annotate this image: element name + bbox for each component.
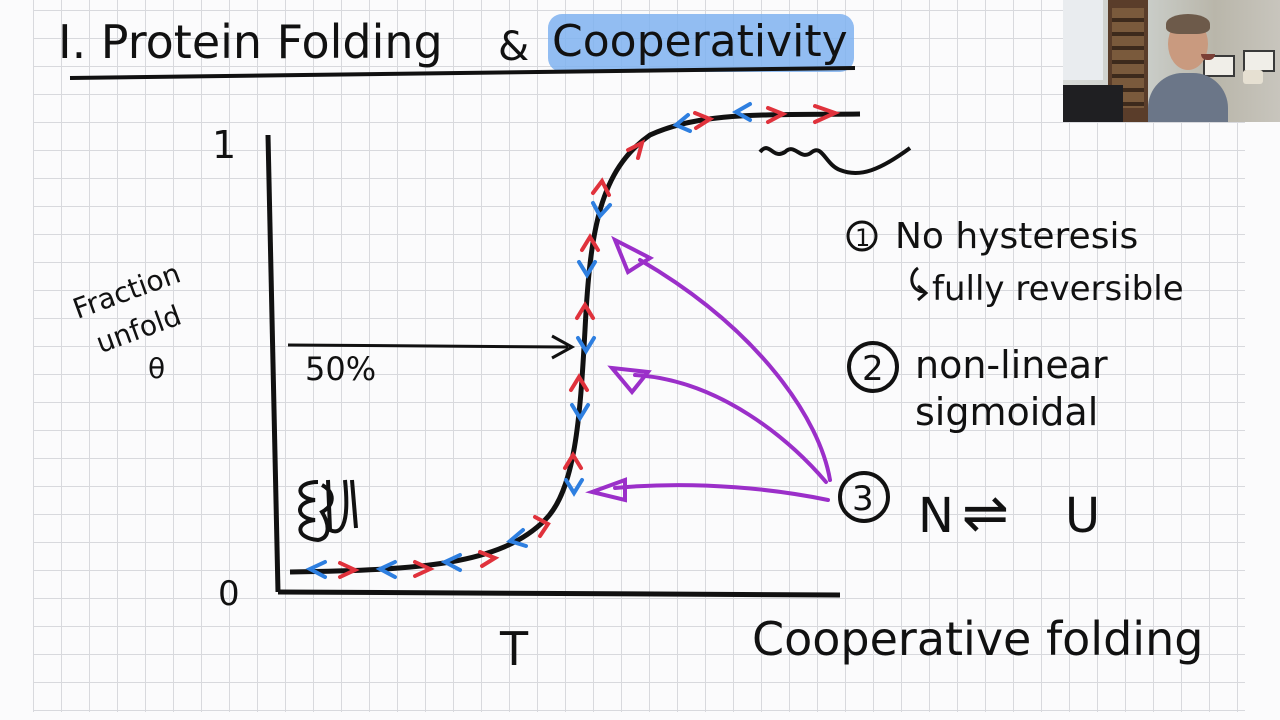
y-axis-symbol: θ: [148, 352, 165, 385]
footer-caption: Cooperative folding: [752, 612, 1203, 666]
presenter-video: [1063, 0, 1280, 122]
callout-arrowhead: [585, 477, 627, 503]
reverse-arrow: [564, 478, 584, 497]
callout-arrow-middle: [633, 373, 828, 484]
reverse-arrow: [305, 560, 327, 579]
equation-right: U: [1065, 488, 1100, 544]
callout-arrowhead: [607, 365, 652, 396]
forward-arrow: [766, 106, 788, 124]
forward-arrow: [413, 560, 435, 578]
forward-arrow: [693, 111, 715, 130]
title-underline: [69, 66, 856, 80]
forward-arrow: [533, 515, 551, 538]
y-axis-max: 1: [212, 123, 236, 167]
unfolded-chain-icon: [758, 146, 912, 175]
note-1-number: 1: [855, 224, 870, 252]
forward-arrow: [569, 373, 589, 392]
equilibrium-arrows: [305, 102, 841, 579]
forward-arrow: [338, 561, 360, 579]
reverse-arrow: [440, 553, 462, 572]
reverse-arrow: [591, 201, 612, 220]
note-2-line1: non-linear: [915, 343, 1108, 387]
title-highlight: [548, 14, 854, 72]
presenter: [1148, 14, 1228, 122]
forward-arrow: [575, 301, 595, 320]
forward-arrow: [813, 104, 841, 124]
reverse-arrow: [570, 403, 590, 422]
y-axis: [265, 134, 281, 593]
forward-arrow: [563, 451, 583, 470]
note-1-line1: No hysteresis: [895, 216, 1138, 257]
reverse-arrow: [505, 528, 528, 548]
title-prefix: I. Protein Folding: [58, 15, 443, 69]
y-axis-min: 0: [218, 574, 240, 614]
sigmoid-curve: [289, 111, 861, 575]
reverse-arrow: [577, 260, 597, 279]
note-3-number: 3: [852, 479, 874, 519]
callout-arrows: [585, 235, 832, 503]
x-axis: [277, 589, 841, 598]
equation-arrow: ⇌: [962, 481, 1009, 546]
title-highlighted-word: Cooperativity: [552, 16, 848, 67]
reverse-arrow: [576, 336, 596, 355]
title-ampersand: &: [498, 24, 529, 70]
equation-left: N: [918, 488, 954, 544]
callout-arrow-upper: [638, 258, 832, 482]
note-3-circle: [838, 471, 890, 523]
fifty-percent-label: 50%: [305, 350, 376, 388]
reverse-arrow: [731, 102, 752, 122]
note-2-number: 2: [862, 349, 884, 389]
forward-arrow: [591, 177, 611, 197]
forward-arrow: [580, 233, 600, 252]
x-axis-label: T: [499, 622, 529, 676]
reverse-arrow: [375, 560, 397, 579]
callout-arrowhead: [611, 235, 655, 275]
fifty-percent-arrowhead: [551, 334, 576, 360]
note-2-circle: [847, 341, 899, 393]
note-1-pointer: [910, 266, 926, 294]
note-2-line2: sigmoidal: [915, 390, 1098, 434]
folded-protein-icon: [298, 479, 358, 543]
forward-arrow: [626, 139, 646, 160]
note-1-circle: [846, 220, 878, 252]
fifty-percent-arrow: [287, 343, 569, 349]
reverse-arrow: [672, 113, 692, 133]
callout-arrow-lower: [613, 483, 830, 502]
forward-arrow: [478, 550, 500, 568]
note-1-line2: fully reversible: [932, 269, 1184, 309]
